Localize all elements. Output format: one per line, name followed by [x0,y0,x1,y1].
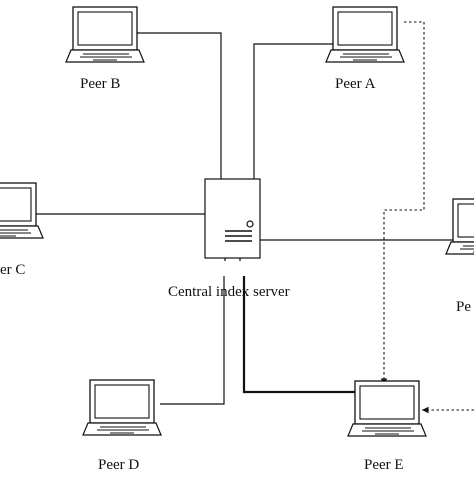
peer-e-laptop-icon [347,380,427,437]
link-peer-b-server [137,32,222,179]
connections [36,21,474,414]
server-icon [204,178,261,261]
peer-c-laptop-icon [0,182,44,239]
peer-d-laptop-icon [82,379,162,436]
peer-b-label: Peer B [80,76,121,92]
link-server-peer-e [242,276,355,394]
peer-f-laptop-icon [445,198,474,255]
peer-b-laptop-icon [65,6,145,63]
peer-f-label: Pe [456,299,471,315]
server-label: Central index server [168,284,290,300]
link-peer-a-peer-e-dashed [380,21,425,385]
peer-d-label: Peer D [98,457,140,473]
peer-a-label: Peer A [335,76,376,92]
peer-a-laptop-icon [325,6,405,63]
link-peer-d-server [160,276,225,405]
link-peer-a-server [253,43,333,179]
peer-c-label: er C [0,262,26,278]
peer-e-label: Peer E [364,457,404,473]
